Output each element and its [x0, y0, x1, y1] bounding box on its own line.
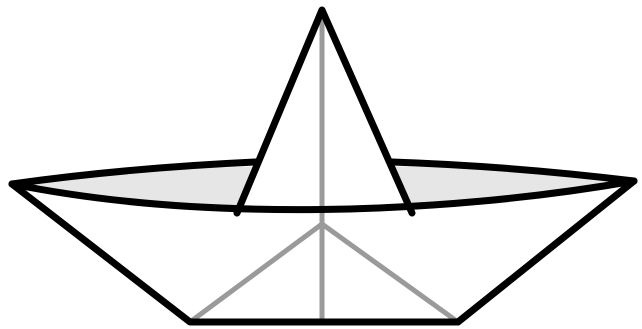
paper-boat-illustration: [0, 0, 642, 329]
paper-boat-drawing: [0, 0, 642, 329]
